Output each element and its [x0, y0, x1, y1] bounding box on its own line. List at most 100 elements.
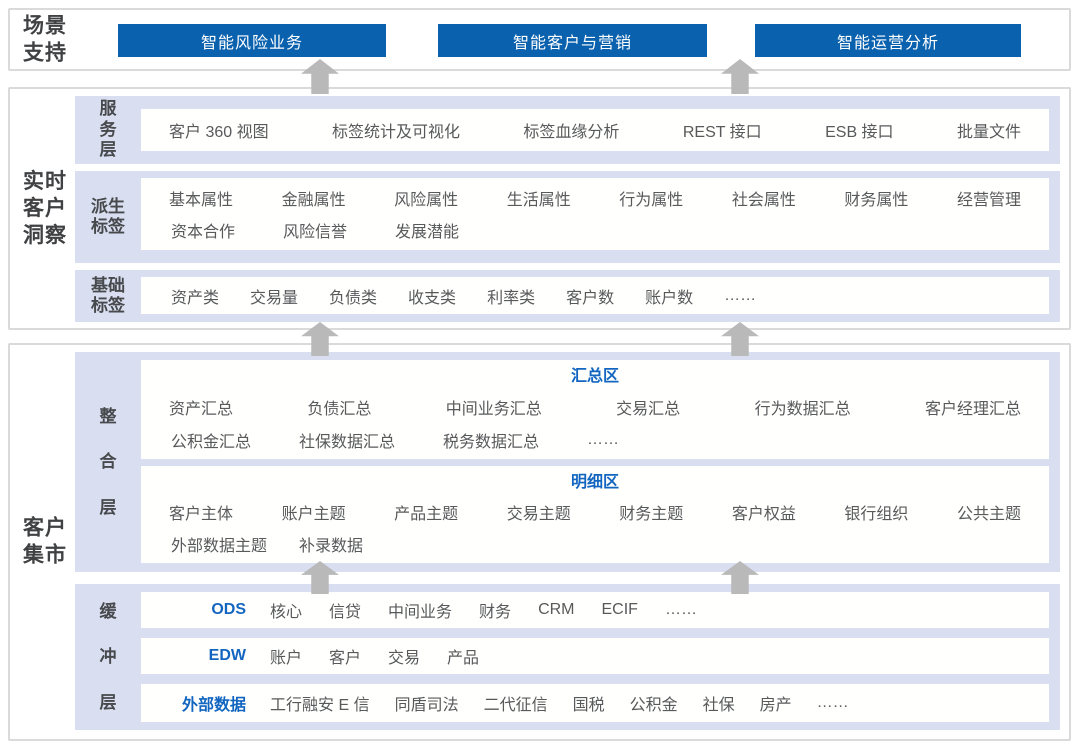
derived-tags-line1: 基本属性 金融属性 风险属性 生活属性 行为属性 社会属性 财务属性 经营管理	[141, 186, 1049, 210]
item-label: 社保数据汇总	[299, 434, 396, 451]
realtime-insight-label: 实时客户洞察	[23, 169, 67, 248]
item-label: 财务属性	[844, 192, 909, 209]
item-label: 国税	[572, 697, 605, 714]
item-label: 风险属性	[394, 192, 459, 209]
item-label: 标签统计及可视化	[332, 124, 461, 141]
item-label: 产品	[447, 650, 480, 667]
item-label: ……	[587, 431, 620, 448]
item-label: 中间业务	[388, 604, 453, 621]
service-layer-items: 客户 360 视图 标签统计及可视化 标签血缘分析 REST 接口 ESB 接口 批量文件	[141, 109, 1049, 151]
item-label: 同盾司法	[394, 697, 459, 714]
item-label: 财务	[479, 604, 512, 621]
item-label: 交易	[388, 650, 421, 667]
external-data-items: 工行融安 E 信同盾司法二代征信国税公积金社保房产……	[270, 684, 849, 722]
item-label: 公积金汇总	[171, 434, 252, 451]
basic-tags-items: 资产类 交易量 负债类 收支类 利率类 客户数 账户数 ……	[141, 277, 1049, 314]
item-label: 负债汇总	[307, 401, 372, 418]
item-label: 社会属性	[731, 192, 796, 209]
item-label: 中间业务汇总	[445, 401, 542, 418]
edw-items: 账户客户交易产品	[270, 638, 479, 674]
item-label: 资本合作	[171, 224, 236, 241]
edw-label: EDW	[208, 647, 246, 664]
item-label: 补录数据	[299, 538, 364, 555]
item-label: 行为属性	[619, 192, 684, 209]
basic-tags-band: 基础标签 资产类 交易量 负债类 收支类 利率类 客户数 账户数 ……	[75, 270, 1060, 322]
summary-zone-line1: 资产汇总 负债汇总 中间业务汇总 交易汇总 行为数据汇总 客户经理汇总	[141, 396, 1049, 418]
item-label: 标签血缘分析	[523, 124, 620, 141]
basic-tags-label: 基础标签	[91, 275, 125, 315]
service-layer-band: 服务层 客户 360 视图 标签统计及可视化 标签血缘分析 REST 接口 ESB 接口…	[75, 96, 1060, 164]
item-label: 财务主题	[619, 506, 684, 523]
item-label: 账户数	[645, 289, 694, 307]
item-label: 银行组织	[844, 506, 909, 523]
item-label: 批量文件	[956, 124, 1021, 141]
item-label: 交易主题	[506, 506, 571, 523]
item-label: CRM	[538, 601, 575, 618]
item-label: 金融属性	[281, 192, 346, 209]
customer-mart-label: 客户集市	[23, 516, 67, 567]
item-label: 产品主题	[394, 506, 459, 523]
item-label: 基本属性	[169, 192, 234, 209]
item-label: ……	[816, 694, 849, 711]
item-label: 负债类	[329, 289, 378, 307]
item-label: 社保	[702, 697, 735, 714]
item-label: 交易汇总	[616, 401, 681, 418]
item-label: 公积金	[629, 697, 678, 714]
summary-zone-box: 汇总区 资产汇总 负债汇总 中间业务汇总 交易汇总 行为数据汇总 客户经理汇总 公积金汇总…	[141, 360, 1049, 459]
item-label: 交易量	[250, 289, 299, 307]
summary-zone-line2: 公积金汇总 社保数据汇总 税务数据汇总 ……	[141, 429, 1049, 451]
ods-label: ODS	[211, 601, 246, 618]
item-label: 二代征信	[483, 697, 548, 714]
item-label: 核心	[270, 604, 303, 621]
detail-zone-line2: 外部数据主题 补录数据	[141, 533, 1049, 555]
derived-tags-line2: 资本合作 风险信誉 发展潜能	[141, 218, 1049, 242]
external-data-row: 外部数据 工行融安 E 信同盾司法二代征信国税公积金社保房产……	[141, 684, 1049, 722]
scenario-button-marketing: 智能客户与营销	[438, 24, 707, 57]
item-label: 房产	[759, 697, 792, 714]
item-label: 经营管理	[956, 192, 1021, 209]
service-layer-box: 客户 360 视图 标签统计及可视化 标签血缘分析 REST 接口 ESB 接口 批量文件	[141, 109, 1049, 151]
detail-zone-box: 明细区 客户主体账户主题产品主题交易主题财务主题客户权益银行组织公共主题 外部数…	[141, 466, 1049, 563]
item-label: ……	[664, 601, 697, 618]
customer-mart-section: 客户集市 整合层 汇总区 资产汇总 负债汇总 中间业务汇总 交易汇总 行为数据汇总 客户经…	[8, 343, 1071, 741]
item-label: 收支类	[408, 289, 457, 307]
item-label: 客户主体	[169, 506, 234, 523]
edw-row: EDW 账户客户交易产品	[141, 638, 1049, 674]
item-label: 客户权益	[731, 506, 796, 523]
scenario-button-operation: 智能运营分析	[755, 24, 1021, 57]
buffer-layer-label: 缓冲层	[99, 602, 117, 712]
item-label: 生活属性	[506, 192, 571, 209]
item-label: 公共主题	[956, 506, 1021, 523]
service-layer-label: 服务层	[99, 99, 117, 160]
item-label: 税务数据汇总	[443, 434, 540, 451]
basic-tags-box: 资产类 交易量 负债类 收支类 利率类 客户数 账户数 ……	[141, 277, 1049, 314]
summary-zone-title: 汇总区	[570, 368, 619, 385]
item-label: ……	[724, 286, 757, 304]
item-label: 外部数据主题	[171, 538, 268, 555]
item-label: ESB 接口	[825, 124, 894, 141]
item-label: 资产汇总	[169, 401, 234, 418]
scene-support-label: 场景支持	[23, 14, 67, 65]
item-label: 行为数据汇总	[754, 401, 851, 418]
item-label: 发展潜能	[395, 224, 460, 241]
item-label: REST 接口	[682, 124, 762, 141]
integration-layer-label: 整合层	[99, 407, 117, 517]
item-label: 客户 360 视图	[169, 124, 269, 141]
integration-layer-band: 整合层 汇总区 资产汇总 负债汇总 中间业务汇总 交易汇总 行为数据汇总 客户经理汇总 公…	[75, 352, 1060, 572]
item-label: 资产类	[171, 289, 220, 307]
item-label: 账户主题	[281, 506, 346, 523]
derived-tags-box: 基本属性 金融属性 风险属性 生活属性 行为属性 社会属性 财务属性 经营管理 资本合作 风险信…	[141, 178, 1049, 250]
item-label: 客户数	[566, 289, 615, 307]
derived-tags-band: 派生标签 基本属性 金融属性 风险属性 生活属性 行为属性 社会属性 财务属性 经营管理 资本…	[75, 171, 1060, 263]
item-label: 信贷	[329, 604, 362, 621]
scene-support-section: 场景支持 智能风险业务 智能客户与营销 智能运营分析	[8, 8, 1071, 71]
derived-tags-label: 派生标签	[91, 196, 125, 236]
item-label: 客户	[329, 650, 362, 667]
item-label: 风险信誉	[283, 224, 348, 241]
item-label: 利率类	[487, 289, 536, 307]
item-label: 客户经理汇总	[924, 401, 1021, 418]
